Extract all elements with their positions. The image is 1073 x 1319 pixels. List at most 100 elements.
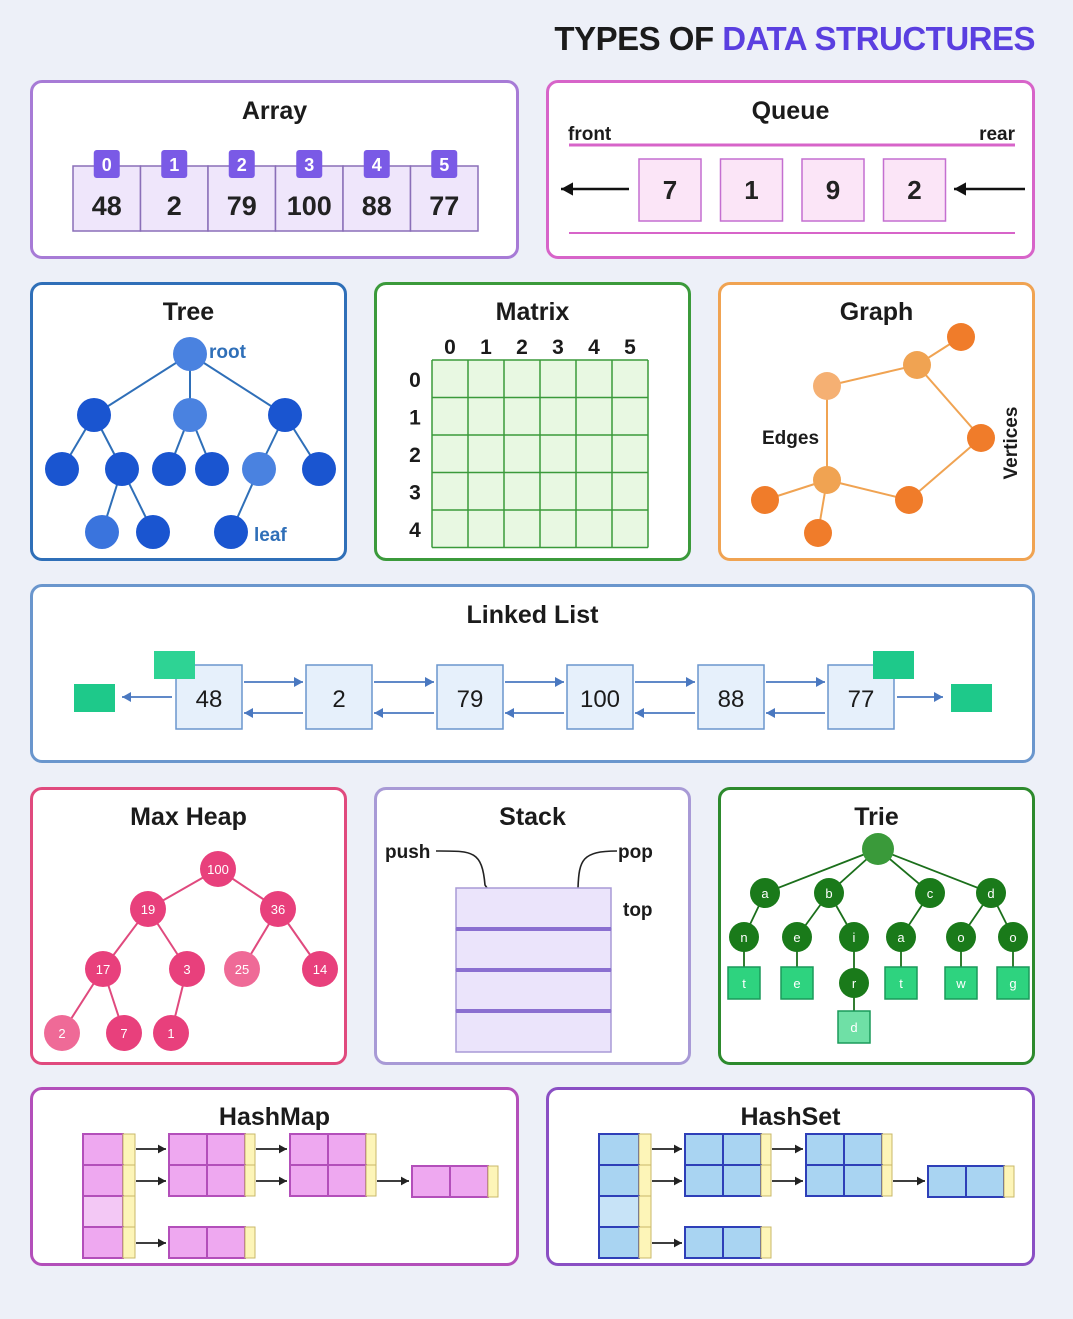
graph-edges-label: Edges [762, 428, 819, 449]
trie-char: e [793, 930, 800, 945]
queue-front-label: front [568, 124, 612, 145]
hashmap-bucket [82, 1195, 124, 1228]
stack-push-line [435, 850, 488, 889]
heap-node [200, 851, 236, 887]
heap-value: 3 [183, 962, 190, 977]
queue-enqueue-arrow-head [954, 182, 966, 196]
tree-title: Tree [162, 298, 215, 326]
hashmap-entry [206, 1164, 246, 1197]
linked-list-title: Linked List [466, 601, 599, 629]
hashset-entry [805, 1133, 845, 1166]
graph-vertex [804, 519, 832, 547]
hashmap-arrow-head [158, 1176, 166, 1186]
tree-node [173, 337, 207, 371]
linked-list-value: 2 [332, 686, 345, 713]
heap-node [169, 951, 205, 987]
heap-node [106, 1015, 142, 1051]
linked-list-value: 77 [848, 686, 875, 713]
hashset-entry [684, 1133, 724, 1166]
hashset-bucket-pointer [638, 1133, 652, 1166]
linked-list-node [697, 664, 765, 730]
stack-title: Stack [499, 803, 566, 831]
trie-root [862, 833, 894, 865]
hashmap-arrow-head [158, 1238, 166, 1248]
linked-list-value: 88 [718, 686, 745, 713]
trie-char: o [1009, 930, 1016, 945]
hashmap-diagram [82, 1133, 499, 1259]
stack-slot [455, 969, 612, 1012]
linked-list-next-arrow-head [294, 677, 303, 687]
trie-edge [764, 848, 879, 894]
heap-node [85, 951, 121, 987]
hashset-entry-pointer [881, 1164, 893, 1197]
hashmap-panel: HashMap [30, 1087, 519, 1266]
hashmap-entry-pointer [487, 1165, 499, 1198]
array-index: 0 [102, 155, 112, 175]
array-index-badge [228, 150, 255, 178]
trie-char: r [852, 976, 857, 991]
hashset-arrow-head [674, 1238, 682, 1248]
linked-list-head-null [154, 651, 195, 679]
hashset-entry [722, 1133, 762, 1166]
queue-title: Queue [751, 97, 830, 125]
stack-slot [455, 928, 612, 971]
matrix-col-label: 4 [588, 336, 600, 359]
queue-cell [882, 158, 947, 222]
stack-top-label: top [623, 900, 653, 921]
graph-edge [916, 364, 982, 439]
linked-list-next-arrow-head [555, 677, 564, 687]
trie-node [729, 922, 759, 952]
linked-list-node [436, 664, 504, 730]
tree-leaf-label: leaf [254, 525, 287, 546]
graph-vertex [947, 323, 975, 351]
queue-rear-label: rear [979, 124, 1016, 145]
heap-value: 17 [96, 962, 110, 977]
hashset-entry-pointer [760, 1164, 772, 1197]
matrix-row-label: 3 [409, 482, 421, 505]
hashmap-entry [206, 1133, 246, 1166]
queue-value: 1 [744, 175, 758, 205]
tree-panel: Tree root leaf [30, 282, 347, 561]
linked-list-value: 100 [580, 686, 620, 713]
max-heap-title: Max Heap [130, 803, 247, 831]
queue-dequeue-arrow-head [561, 182, 573, 196]
trie-leaf [884, 966, 918, 1000]
array-index-badge [296, 150, 323, 178]
stack-pop-label: pop [618, 842, 653, 863]
linked-list-next-arrow-head [816, 677, 825, 687]
matrix-title: Matrix [495, 298, 570, 326]
tree-edge [93, 353, 191, 416]
hashmap-arrow-head [279, 1176, 287, 1186]
title-prefix: TYPES OF [554, 20, 723, 57]
array-value: 48 [92, 191, 122, 221]
queue-cell [801, 158, 865, 222]
array-index: 1 [169, 155, 179, 175]
trie-char: g [1009, 976, 1016, 991]
hashset-panel: HashSet [546, 1087, 1035, 1266]
trie-title: Trie [854, 803, 899, 831]
hashmap-entry-pointer [244, 1226, 256, 1259]
heap-value: 25 [235, 962, 249, 977]
hashset-arrow-head [795, 1176, 803, 1186]
graph-vertex [967, 424, 995, 452]
hashmap-entry [327, 1133, 367, 1166]
hashset-entry [805, 1164, 845, 1197]
matrix-row-label: 4 [409, 519, 421, 542]
hashmap-entry [168, 1226, 208, 1259]
hashset-entry [684, 1226, 724, 1259]
hashset-entry [843, 1133, 883, 1166]
hashset-arrow-head [795, 1144, 803, 1154]
hashset-arrow-head [674, 1144, 682, 1154]
matrix-col-label: 2 [516, 336, 528, 359]
hashset-bucket-pointer [638, 1195, 652, 1228]
array-value: 88 [362, 191, 392, 221]
tree-node [173, 398, 207, 432]
hashmap-title: HashMap [218, 1103, 331, 1131]
matrix-row-label: 1 [409, 407, 421, 430]
array-value: 79 [227, 191, 257, 221]
heap-value: 19 [141, 902, 155, 917]
